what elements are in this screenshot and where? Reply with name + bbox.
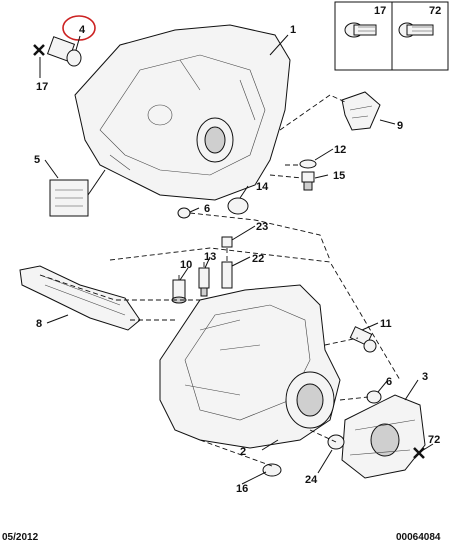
part-5-filter [49,179,89,217]
gearbox-housing-upper [74,24,291,201]
part-16-plug [262,463,282,477]
callout-6-upper: 6 [204,203,210,215]
callout-15: 15 [333,170,345,182]
callout-9: 9 [397,120,403,132]
part-3-end-cover [341,394,426,479]
callout-23: 23 [256,221,268,233]
callout-72: 72 [428,434,440,446]
callout-3: 3 [422,371,428,383]
screw-17-icon [344,22,377,38]
alignment-lines [39,94,401,467]
part-4-plug [46,36,82,67]
callout-8: 8 [36,318,42,330]
callout-24: 24 [305,474,318,486]
callout-17: 17 [36,81,48,93]
part-6-pin-upper [177,207,191,219]
callout-12: 12 [334,144,346,156]
fastener-inset: 17 72 [334,1,449,71]
callout-4: 4 [79,24,86,36]
part-11-plug [349,326,377,353]
callout-10: 10 [180,259,192,271]
callout-6-lower: 6 [386,376,392,388]
screw-mark-72 [413,447,425,459]
callout-11: 11 [380,318,392,330]
part-8-rail [19,265,141,331]
callout-5: 5 [34,154,40,166]
part-22-sensor [221,261,233,289]
inset-label-17: 17 [374,5,386,17]
part-6-pin-lower [366,390,382,404]
screw-72-icon [398,22,434,38]
inset-label-72: 72 [429,5,441,17]
part-9-bracket [341,91,381,131]
part-23-sensor [221,236,233,248]
part-13-sensor [198,267,210,297]
callout-22: 22 [252,253,264,265]
part-12-ring [299,159,317,169]
leader-lines [39,34,434,485]
callout-2: 2 [240,446,246,458]
screw-mark-17 [33,44,45,56]
part-15-plug [301,171,315,191]
callout-16: 16 [236,483,248,495]
footer-reference: 00064084 [396,532,441,543]
footer-date: 05/2012 [2,532,39,543]
callout-13: 13 [204,251,216,263]
callout-1: 1 [290,24,296,36]
callout-14: 14 [256,181,269,193]
part-14-cap [227,197,249,215]
gearbox-housing-lower [159,284,341,449]
